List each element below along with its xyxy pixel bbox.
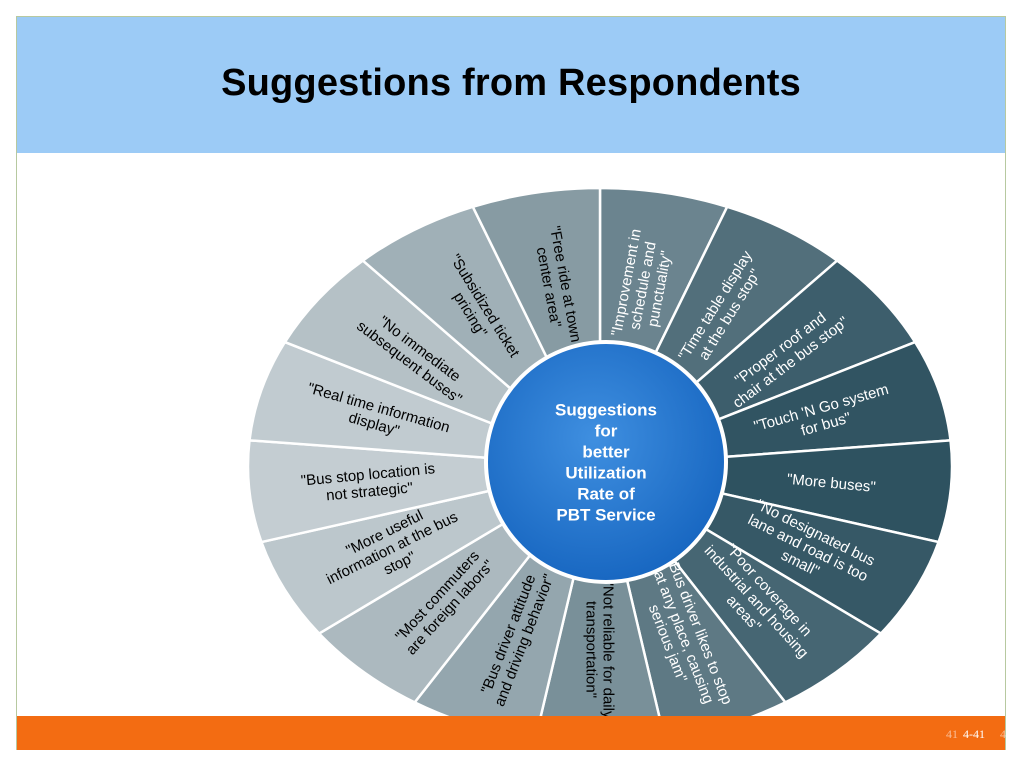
hub-label-line: Utilization	[565, 464, 646, 483]
hub-label-line: for	[595, 422, 618, 441]
page-number-ghost: 41	[946, 727, 958, 741]
segment-label-line: transportation"	[583, 601, 600, 698]
page-number-ghost-right: 41	[1000, 727, 1012, 741]
hub-label-line: Suggestions	[555, 401, 657, 420]
page-number: 4-41	[963, 727, 985, 741]
hub-label-line: Rate of	[577, 485, 635, 504]
hub-label-line: better	[582, 443, 630, 462]
hub-label-line: PBT Service	[556, 506, 655, 525]
title-band	[17, 17, 1005, 153]
hub-circle	[484, 340, 728, 584]
segment-label: "Not reliable for dailytransportation"	[583, 581, 617, 719]
segment-label-line: "Not reliable for daily	[600, 581, 617, 719]
slide-title: Suggestions from Respondents	[221, 62, 801, 104]
footer-bar	[17, 716, 1005, 750]
